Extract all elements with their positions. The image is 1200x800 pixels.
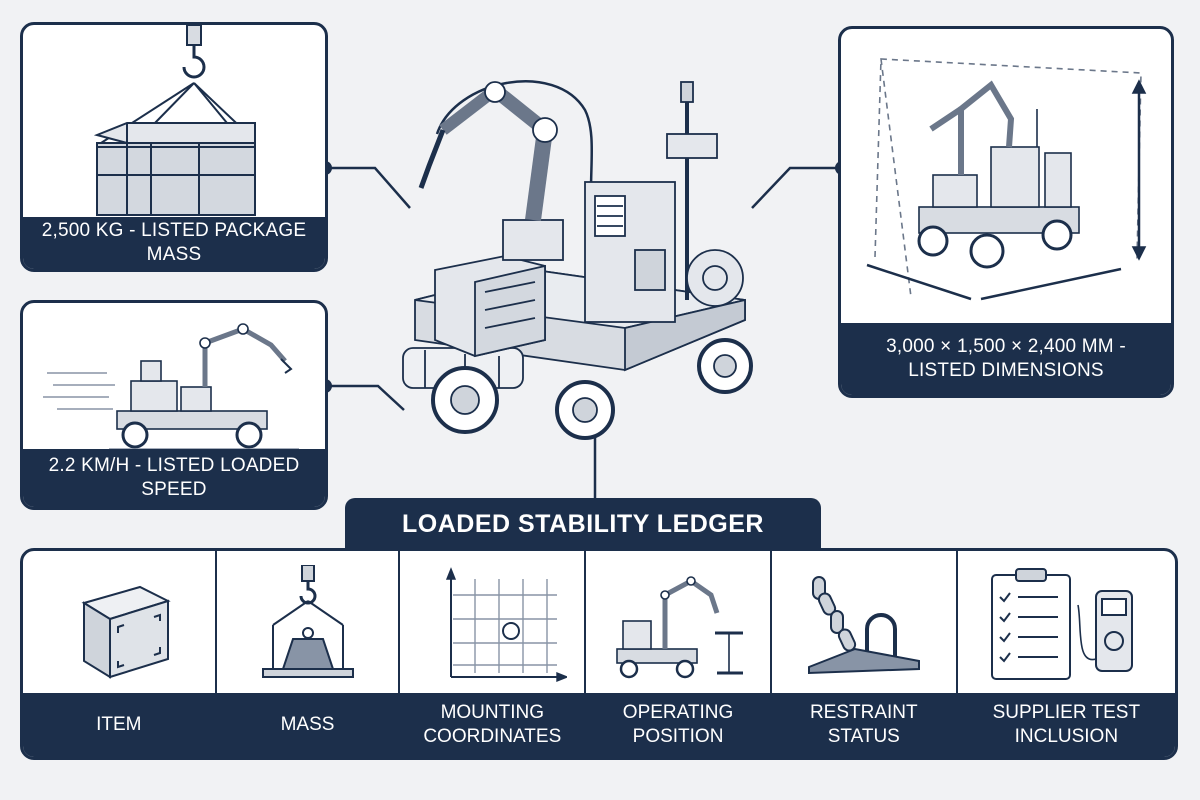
stability-ledger-table: ITEM MASS [20,548,1178,760]
package-mass-caption: 2,500 KG - LISTED PACKAGE MASS [23,217,325,269]
ledger-label-restraint-status: RESTRAINT STATUS [771,693,956,757]
hanging-weight-icon [261,565,354,678]
checklist-meter-icon [991,568,1134,680]
dimensions-caption: 3,000 × 1,500 × 2,400 MM - LISTED DIMENS… [841,323,1171,395]
loaded-speed-caption: 2.2 KM/H - LISTED LOADED SPEED [23,449,325,507]
moving-robot-cart-icon [43,323,299,450]
dimensions-card: 3,000 × 1,500 × 2,400 MM - LISTED DIMENS… [838,26,1174,398]
ledger-label-supplier-test-inclusion: SUPPLIER TEST INCLUSION [957,693,1175,757]
ledger-column-mounting-coordinates: MOUNTING COORDINATES [400,551,587,757]
package-mass-card: 2,500 KG - LISTED PACKAGE MASS [20,22,328,272]
ledger-column-supplier-test-inclusion: SUPPLIER TEST INCLUSION [957,551,1175,757]
ledger-label-mass: MASS [216,693,399,757]
robot-cart-position-icon [616,576,744,679]
ledger-label-operating-position: OPERATING POSITION [586,693,770,757]
ledger-column-mass: MASS [216,551,401,757]
chain-restraint-icon [807,576,920,675]
lifted-crate-icon [93,25,256,216]
ledger-label-mounting-coordinates: MOUNTING COORDINATES [400,693,585,757]
coordinate-grid-icon [446,567,568,683]
robot-welding-cart-illustration [402,80,753,440]
ledger-column-restraint-status: RESTRAINT STATUS [771,551,958,757]
ledger-column-operating-position: OPERATING POSITION [586,551,772,757]
dimensioned-robot-cart-icon [866,58,1147,301]
crate-icon [81,585,171,679]
ledger-label-item: ITEM [23,693,215,757]
loaded-speed-card: 2.2 KM/H - LISTED LOADED SPEED [20,300,328,510]
ledger-column-item: ITEM [23,551,217,757]
ledger-title: LOADED STABILITY LEDGER [345,498,821,550]
